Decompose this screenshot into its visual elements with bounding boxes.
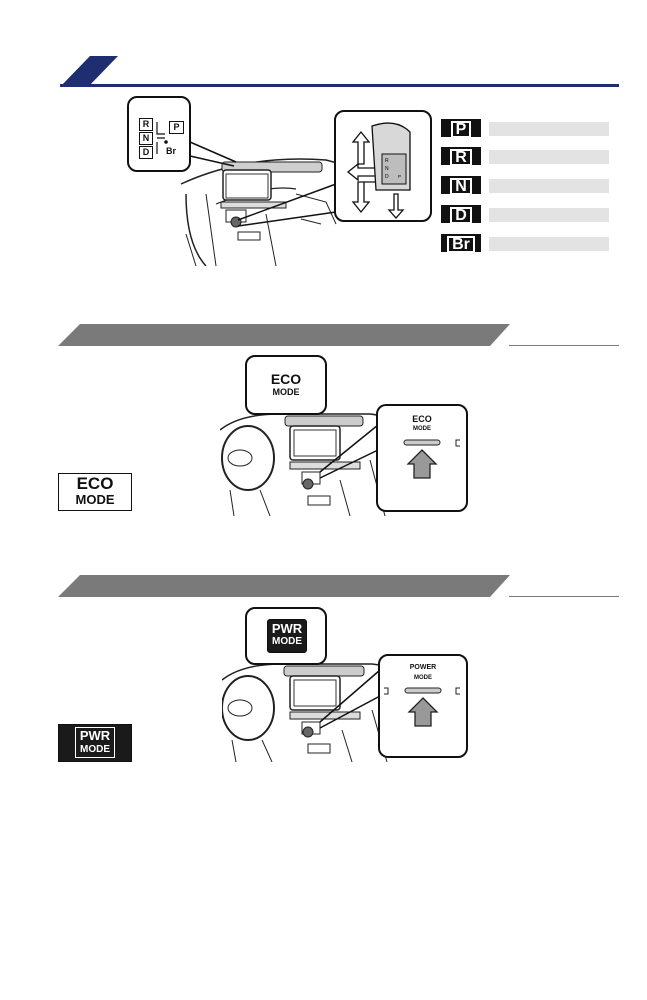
eco-callout-line1: ECO bbox=[412, 414, 432, 424]
inset-position-p: P bbox=[169, 121, 184, 134]
legend-bar bbox=[489, 179, 609, 193]
power-badge-line2: MODE bbox=[80, 744, 110, 755]
dashboard-illustration bbox=[180, 141, 342, 266]
power-bubble-badge: PWR MODE bbox=[267, 619, 307, 653]
power-dashboard-figure bbox=[222, 652, 392, 762]
eco-mode-switch-icon[interactable] bbox=[378, 436, 466, 486]
shift-position-inset: R N D P Br bbox=[127, 96, 191, 172]
shift-lever-icon: R N D P bbox=[346, 122, 411, 219]
eco-bubble-line2: MODE bbox=[272, 387, 300, 397]
chapter-header-rule bbox=[60, 84, 619, 87]
legend-row-d: D bbox=[441, 205, 609, 224]
power-badge-line1: PWR bbox=[79, 728, 111, 743]
eco-badge-line2: MODE bbox=[75, 492, 115, 507]
shift-lever-callout: R N D P bbox=[334, 110, 432, 222]
legend-badge-r: R bbox=[441, 147, 481, 166]
lever-label-p: P bbox=[398, 174, 401, 179]
eco-bubble-line1: ECO bbox=[270, 371, 302, 387]
legend-row-n: N bbox=[441, 176, 609, 195]
power-indicator-bubble: PWR MODE bbox=[245, 607, 327, 665]
eco-dashboard-figure bbox=[220, 400, 390, 516]
legend-badge-p: P bbox=[441, 119, 481, 138]
section-rule bbox=[509, 345, 619, 346]
eco-indicator-bubble: ECO MODE bbox=[245, 355, 327, 415]
legend-bar bbox=[489, 237, 609, 251]
section-rule bbox=[509, 596, 619, 597]
legend-row-br: Br bbox=[441, 234, 609, 253]
eco-switch-callout: ECO MODE bbox=[376, 404, 468, 512]
power-bubble-line2: MODE bbox=[272, 636, 302, 647]
eco-badge-line1: ECO bbox=[76, 474, 114, 493]
legend-bar bbox=[489, 122, 609, 136]
chapter-tab-marker bbox=[60, 56, 118, 87]
dashboard-illustration bbox=[222, 663, 392, 762]
power-bubble-line1: PWR bbox=[271, 621, 303, 636]
section-header-eco bbox=[58, 324, 510, 346]
power-mode-switch-icon[interactable] bbox=[380, 684, 466, 734]
shift-gate-icon bbox=[156, 122, 168, 154]
eco-callout-line2: MODE bbox=[413, 426, 431, 432]
legend-badge-d: D bbox=[441, 205, 481, 224]
eco-mode-badge: ECO MODE bbox=[58, 473, 132, 511]
lever-label-d: D bbox=[385, 174, 389, 180]
section-header-power bbox=[58, 575, 510, 597]
inset-position-d: D bbox=[139, 146, 153, 159]
dashboard-illustration bbox=[220, 413, 390, 516]
legend-row-p: P bbox=[441, 119, 609, 138]
legend-bar bbox=[489, 150, 609, 164]
lever-label-n: N bbox=[385, 166, 389, 172]
inset-position-r: R bbox=[139, 118, 153, 131]
power-switch-callout: POWER MODE bbox=[378, 654, 468, 758]
inset-position-br: Br bbox=[166, 146, 177, 156]
legend-bar bbox=[489, 208, 609, 222]
legend-badge-br: Br bbox=[441, 234, 481, 253]
legend-badge-n: N bbox=[441, 176, 481, 195]
shift-figure bbox=[126, 94, 471, 266]
lever-label-r: R bbox=[385, 158, 389, 164]
legend-row-r: R bbox=[441, 147, 609, 166]
inset-position-n: N bbox=[139, 132, 153, 145]
power-callout-line1: POWER bbox=[409, 664, 437, 671]
power-callout-line2: MODE bbox=[414, 675, 432, 681]
power-mode-badge: PWR MODE bbox=[58, 724, 132, 762]
